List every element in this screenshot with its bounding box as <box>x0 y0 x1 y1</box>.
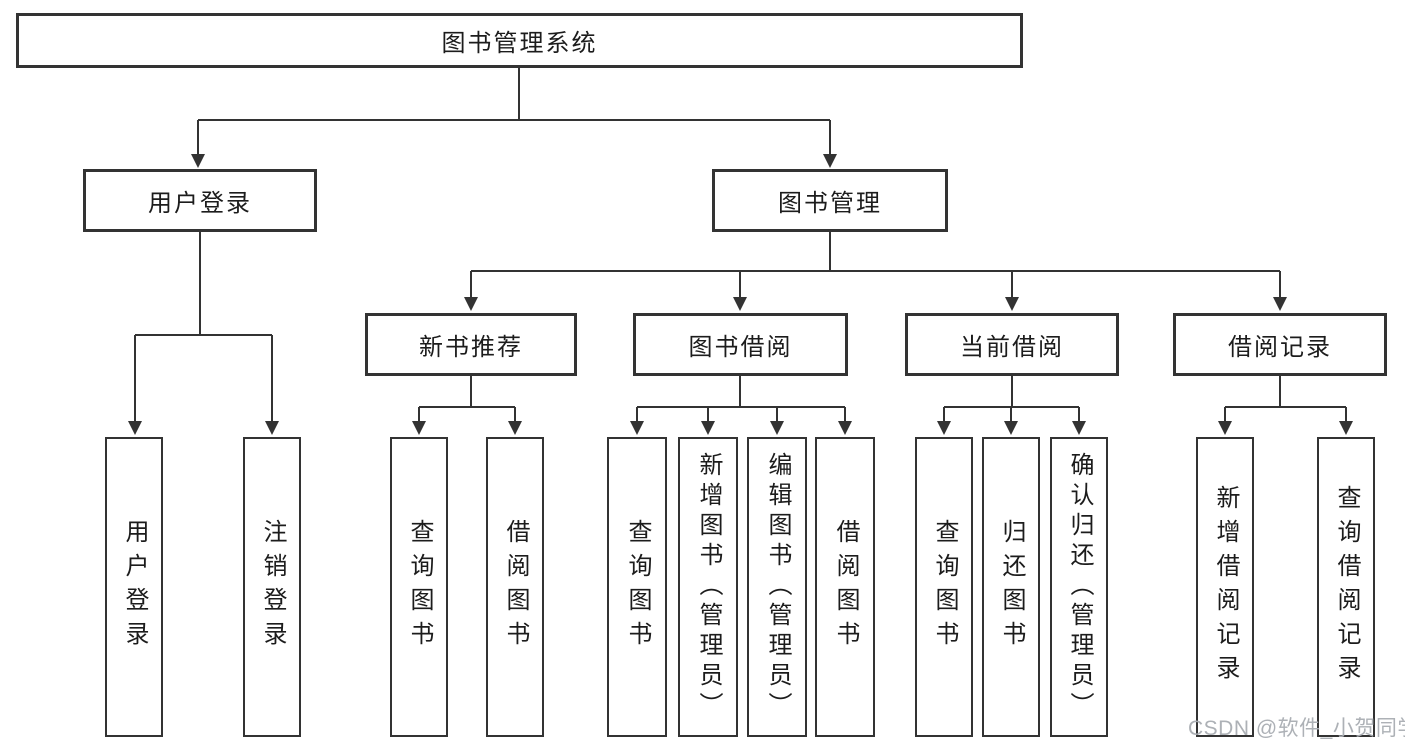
node-new-book-recommend-label: 新书推荐 <box>419 334 523 361</box>
root-node: 图书管理系统 <box>16 13 1023 68</box>
leaf-logout-label: 注销登录 <box>259 519 286 655</box>
arrowhead <box>701 421 715 435</box>
branch-root <box>191 68 837 168</box>
leaf-edit-books-admin: 编辑图书（管理员） <box>747 437 807 737</box>
arrowhead <box>265 421 279 435</box>
arrowhead <box>464 297 478 311</box>
leaf-edit-books-admin-label: 编辑图书（管理员） <box>764 452 791 722</box>
arrowhead <box>1218 421 1232 435</box>
arrowhead <box>630 421 644 435</box>
node-borrow-record-label: 借阅记录 <box>1228 334 1332 361</box>
arrowhead <box>1005 297 1019 311</box>
csdn-watermark: CSDN @软件_小贺同学 <box>1188 717 1405 740</box>
node-book-management-label: 图书管理 <box>778 190 882 217</box>
arrowhead <box>191 154 205 168</box>
node-new-book-recommend: 新书推荐 <box>365 313 577 376</box>
leaf-query-borrow-record-label: 查询借阅记录 <box>1333 485 1360 689</box>
leaf-add-books-admin-label: 新增图书（管理员） <box>695 452 722 722</box>
root-node-label: 图书管理系统 <box>441 30 598 57</box>
leaf-borrow-books-label: 借阅图书 <box>832 519 859 655</box>
arrowhead <box>770 421 784 435</box>
node-borrow-record: 借阅记录 <box>1173 313 1387 376</box>
leaf-add-books-admin: 新增图书（管理员） <box>678 437 738 737</box>
node-book-borrow-label: 图书借阅 <box>688 334 793 361</box>
leaf-return-books: 归还图书 <box>982 437 1040 737</box>
leaf-add-borrow-record: 新增借阅记录 <box>1196 437 1254 737</box>
leaf-borrow-books-recommend: 借阅图书 <box>486 437 544 737</box>
leaf-user-login-label: 用户登录 <box>121 519 148 655</box>
leaf-borrow-books: 借阅图书 <box>815 437 875 737</box>
branch-book-borrow <box>630 376 852 435</box>
leaf-query-books-borrow-label: 查询图书 <box>624 519 651 655</box>
leaf-confirm-return-admin: 确认归还（管理员） <box>1050 437 1108 737</box>
leaf-query-books-borrow: 查询图书 <box>607 437 667 737</box>
arrowhead <box>1339 421 1353 435</box>
node-user-login-label: 用户登录 <box>148 190 252 217</box>
leaf-logout: 注销登录 <box>243 437 301 737</box>
arrowhead <box>823 154 837 168</box>
arrowhead <box>1004 421 1018 435</box>
arrowhead <box>1072 421 1086 435</box>
arrowhead <box>128 421 142 435</box>
leaf-user-login: 用户登录 <box>105 437 163 737</box>
branch-user-login <box>128 232 279 435</box>
leaf-add-borrow-record-label: 新增借阅记录 <box>1212 485 1239 689</box>
leaf-return-books-label: 归还图书 <box>998 519 1025 655</box>
node-book-borrow: 图书借阅 <box>633 313 848 376</box>
leaf-borrow-books-recommend-label: 借阅图书 <box>502 519 529 655</box>
branch-borrow-record <box>1218 376 1353 435</box>
leaf-query-books-recommend-label: 查询图书 <box>406 519 433 655</box>
branch-new-book-recommend <box>412 376 522 435</box>
node-current-borrow: 当前借阅 <box>905 313 1119 376</box>
node-book-management: 图书管理 <box>712 169 948 232</box>
arrowhead <box>508 421 522 435</box>
branch-book-management <box>464 232 1287 311</box>
leaf-confirm-return-admin-label: 确认归还（管理员） <box>1066 452 1093 722</box>
branch-current-borrow <box>937 376 1086 435</box>
node-user-login: 用户登录 <box>83 169 317 232</box>
node-current-borrow-label: 当前借阅 <box>960 334 1064 361</box>
arrowhead <box>733 297 747 311</box>
leaf-query-borrow-record: 查询借阅记录 <box>1317 437 1375 737</box>
leaf-query-books-current-label: 查询图书 <box>931 519 958 655</box>
arrowhead <box>1273 297 1287 311</box>
arrowhead <box>937 421 951 435</box>
arrowhead <box>412 421 426 435</box>
leaf-query-books-recommend: 查询图书 <box>390 437 448 737</box>
arrowhead <box>838 421 852 435</box>
leaf-query-books-current: 查询图书 <box>915 437 973 737</box>
